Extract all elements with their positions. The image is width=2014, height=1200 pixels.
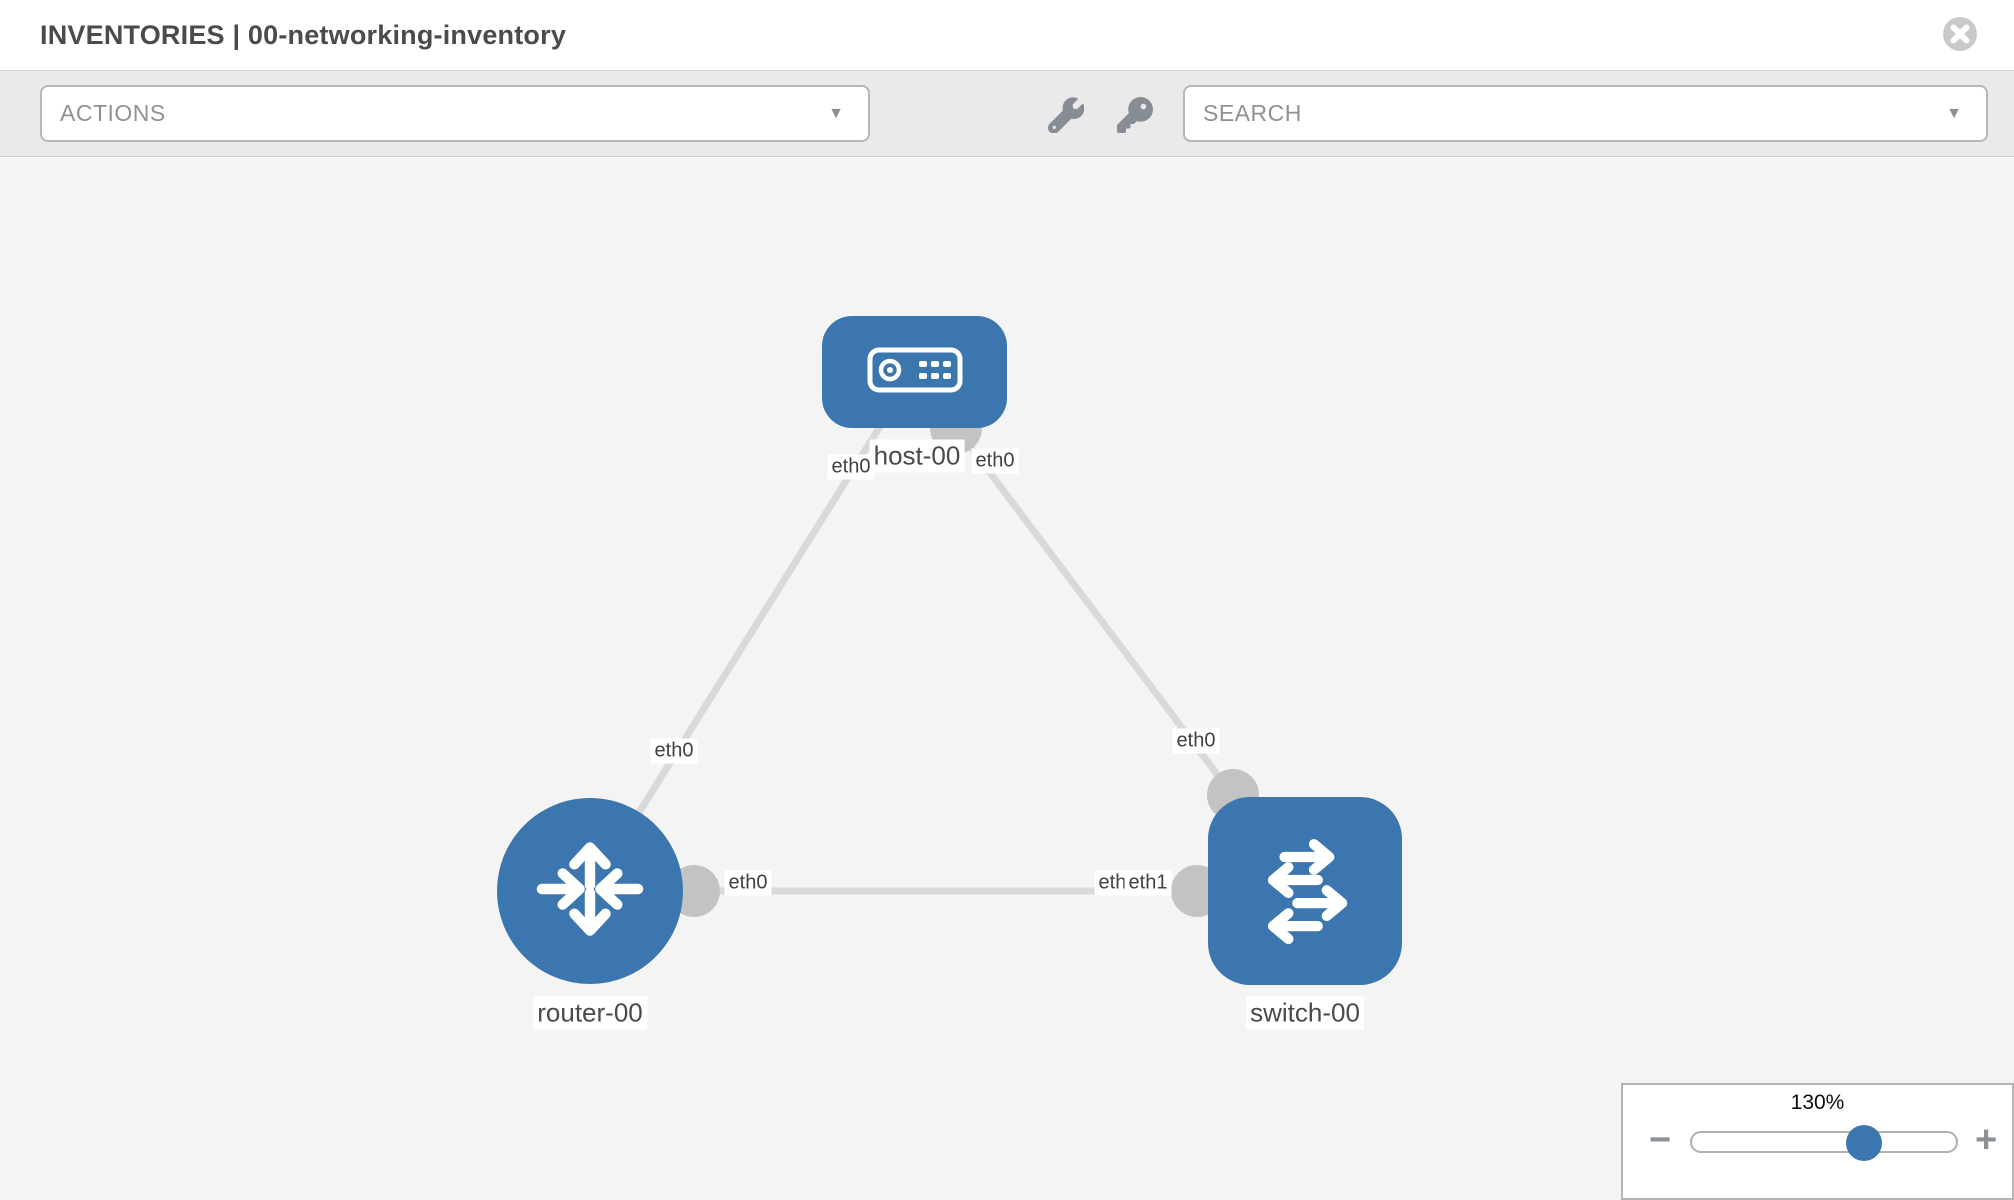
node-switch-00[interactable]: [1208, 797, 1402, 985]
zoom-out-button[interactable]: −: [1649, 1119, 1672, 1161]
server-icon: [867, 347, 963, 398]
interface-label-host-right: eth0: [971, 448, 1019, 474]
actions-dropdown-label: ACTIONS: [60, 100, 166, 126]
zoom-level: 130%: [1790, 1091, 1845, 1114]
router-arrows-icon: [525, 824, 655, 959]
zoom-in-button[interactable]: +: [1975, 1119, 1998, 1161]
zoom-slider-track[interactable]: [1690, 1131, 1958, 1153]
interface-label-host-left: eth0: [827, 454, 875, 480]
wrench-icon: [1047, 97, 1085, 137]
interface-label-router-side: eth0: [724, 870, 772, 896]
zoom-slider-handle[interactable]: [1846, 1125, 1882, 1161]
node-router-00[interactable]: [497, 798, 683, 984]
node-host-00[interactable]: [822, 316, 1007, 428]
topology-canvas[interactable]: host-00 router-00 switch-00 eth0 eth0 et…: [0, 158, 2014, 1200]
toolbar: ACTIONS ▼ SEARCH ▼: [0, 70, 2014, 157]
page-title: INVENTORIES | 00-networking-inventory: [40, 20, 567, 50]
interface-label-router-host: eth0: [650, 738, 698, 764]
chevron-down-icon: ▼: [1946, 104, 1962, 122]
node-label-switch: switch-00: [1246, 996, 1364, 1030]
switch-arrows-icon: [1239, 825, 1371, 958]
credentials-button[interactable]: [1117, 97, 1153, 133]
key-icon: [1117, 97, 1153, 137]
actions-dropdown[interactable]: ACTIONS ▼: [40, 85, 870, 142]
close-button[interactable]: [1942, 16, 1978, 52]
interface-label-switch-front: eth1: [1124, 870, 1172, 896]
search-dropdown[interactable]: SEARCH ▼: [1183, 85, 1988, 142]
edges-layer: [587, 369, 1308, 917]
close-icon: [1942, 17, 1978, 55]
chevron-down-icon: ▼: [828, 104, 844, 122]
header-bar: INVENTORIES | 00-networking-inventory: [0, 0, 2014, 70]
node-label-host: host-00: [869, 439, 965, 473]
node-label-router: router-00: [533, 996, 647, 1030]
search-placeholder: SEARCH: [1203, 100, 1302, 126]
interface-label-host-switch: eth0: [1172, 728, 1220, 754]
zoom-panel: 130% − +: [1621, 1083, 2014, 1200]
configure-button[interactable]: [1047, 97, 1085, 134]
